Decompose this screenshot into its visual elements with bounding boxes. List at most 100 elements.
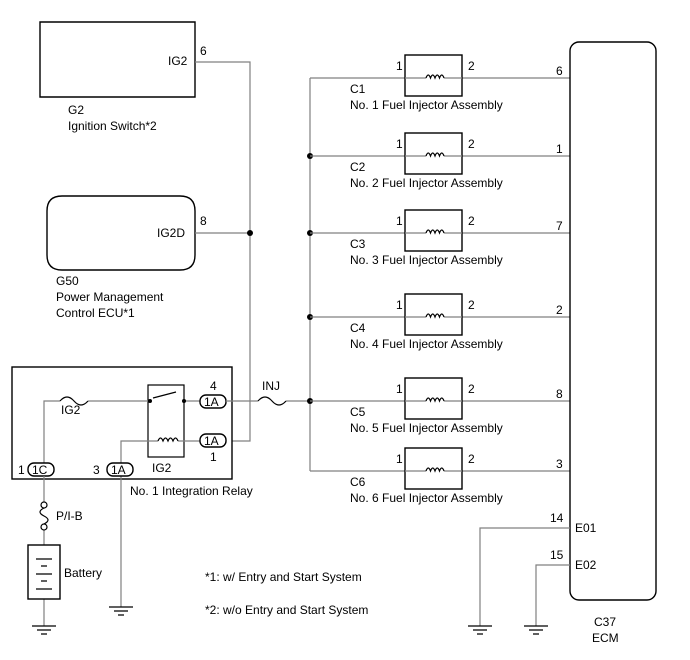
injector-pin-left: 1: [396, 59, 403, 73]
integration-relay-box: [11, 366, 233, 480]
pm-ecu-box: [46, 195, 196, 271]
relay-contact-left: [148, 399, 152, 403]
relay-connector-coil-label: 1A: [204, 434, 219, 448]
injector-group: 126#10C1No. 1 Fuel Injector Assembly121#…: [310, 54, 595, 505]
battery-label: Battery: [64, 566, 102, 580]
injector-code: C3: [350, 237, 366, 251]
relay-coil-icon: [157, 437, 179, 443]
injector-1: 126#10C1No. 1 Fuel Injector Assembly: [310, 54, 595, 112]
inj-label: INJ: [262, 379, 280, 393]
relay-connector-ground-label: 1A: [111, 463, 126, 477]
injector-code: C5: [350, 405, 366, 419]
pm-ecu-name-line1: Power Management: [56, 290, 164, 304]
ignition-switch-name: Ignition Switch*2: [68, 119, 157, 133]
battery-fuse-top-terminal: [40, 501, 48, 509]
pm-ecu-terminal: IG2D: [157, 226, 185, 240]
injector-4: 122#40C4No. 4 Fuel Injector Assembly: [310, 293, 595, 351]
ig2-wire: [195, 61, 251, 442]
injector-pin-left: 1: [396, 214, 403, 228]
injector-2: 121#20C2No. 2 Fuel Injector Assembly: [310, 132, 595, 190]
relay-name: No. 1 Integration Relay: [130, 484, 253, 498]
injector-pin-right: 2: [468, 298, 475, 312]
injector-ecm-pin: 6: [556, 64, 563, 78]
ignition-switch-pin: 6: [200, 44, 207, 58]
battery-icon: [36, 558, 52, 590]
pm-ecu-code: G50: [56, 274, 79, 288]
ecm-name: ECM: [592, 631, 619, 645]
injector-ecm-pin: 1: [556, 142, 563, 156]
ecm-ground-wire: [479, 527, 570, 626]
relay-pin-1c: 1: [18, 463, 25, 477]
injector-code: C2: [350, 160, 366, 174]
injector-pin-right: 2: [468, 452, 475, 466]
relay-fuse-icon: [59, 396, 89, 406]
injector-code: C4: [350, 321, 366, 335]
injector-ecm-pin: 8: [556, 387, 563, 401]
injector-coil-icon: [425, 74, 445, 80]
injector-pin-right: 2: [468, 382, 475, 396]
battery-fuse-label: P/I-B: [56, 509, 83, 523]
ecm-ground-terminal: E01: [575, 521, 597, 535]
relay-connector-ground: [106, 462, 134, 477]
relay-connector-out-label: 1A: [204, 395, 219, 409]
pm-ecu-pin: 8: [200, 214, 207, 228]
ignition-switch-code: G2: [68, 103, 84, 117]
injector-6: 123#60C6No. 6 Fuel Injector Assembly: [310, 447, 595, 505]
injector-ecm-pin: 7: [556, 219, 563, 233]
injector-pin-right: 2: [468, 137, 475, 151]
ground-icon: [468, 625, 492, 635]
relay-pin-coil: 1: [210, 450, 217, 464]
ecm-ground-terminal: E02: [575, 558, 597, 572]
ecm-ground-pin: 14: [550, 511, 564, 525]
battery-fuse-icon: [39, 507, 49, 525]
ignition-switch-box: [39, 21, 196, 98]
note-2: *2: w/o Entry and Start System: [205, 603, 368, 617]
battery-ground-icon: [32, 625, 56, 635]
injector-pin-left: 1: [396, 298, 403, 312]
ecm-ground-wire: [535, 564, 570, 626]
injector-pin-left: 1: [396, 452, 403, 466]
injector-coil-icon: [425, 152, 445, 158]
injector-name: No. 1 Fuel Injector Assembly: [350, 98, 503, 112]
ignition-switch-terminal: IG2: [168, 54, 188, 68]
injector-name: No. 3 Fuel Injector Assembly: [350, 253, 503, 267]
relay-coil-wire: [120, 440, 200, 607]
injector-name: No. 5 Fuel Injector Assembly: [350, 421, 503, 435]
relay-contact-right: [182, 399, 186, 403]
note-1: *1: w/ Entry and Start System: [205, 570, 362, 584]
relay-inner-box: [147, 384, 185, 458]
injector-pin-right: 2: [468, 214, 475, 228]
injector-ecm-pin: 2: [556, 303, 563, 317]
injector-name: No. 6 Fuel Injector Assembly: [350, 491, 503, 505]
relay-internal-wire: [43, 400, 200, 464]
relay-connector-1c-label: 1C: [32, 463, 48, 477]
injector-code: C6: [350, 475, 366, 489]
injector-name: No. 4 Fuel Injector Assembly: [350, 337, 503, 351]
relay-switch-icon: [152, 391, 177, 399]
ground-icon: [524, 625, 548, 635]
ecm-ground-pin: 15: [550, 548, 564, 562]
injector-pin-left: 1: [396, 137, 403, 151]
injector-code: C1: [350, 82, 366, 96]
battery-box: [27, 544, 61, 600]
injector-coil-icon: [425, 467, 445, 473]
junction-dot: [247, 230, 253, 236]
injector-pin-right: 2: [468, 59, 475, 73]
relay-coil-label: IG2: [152, 461, 172, 475]
injector-3: 127#30C3No. 3 Fuel Injector Assembly: [310, 209, 595, 267]
relay-connector-coil: [199, 433, 227, 448]
ecm-box: [569, 41, 657, 601]
injector-coil-icon: [425, 229, 445, 235]
inj-fuse-icon: [257, 396, 287, 406]
battery-fuse-bottom-terminal: [40, 523, 48, 531]
injector-name: No. 2 Fuel Injector Assembly: [350, 176, 503, 190]
injector-coil-icon: [425, 313, 445, 319]
injector-ecm-pin: 3: [556, 457, 563, 471]
relay-connector-1c: [27, 462, 55, 477]
relay-fuse-label: IG2: [61, 403, 81, 417]
injector-pin-left: 1: [396, 382, 403, 396]
